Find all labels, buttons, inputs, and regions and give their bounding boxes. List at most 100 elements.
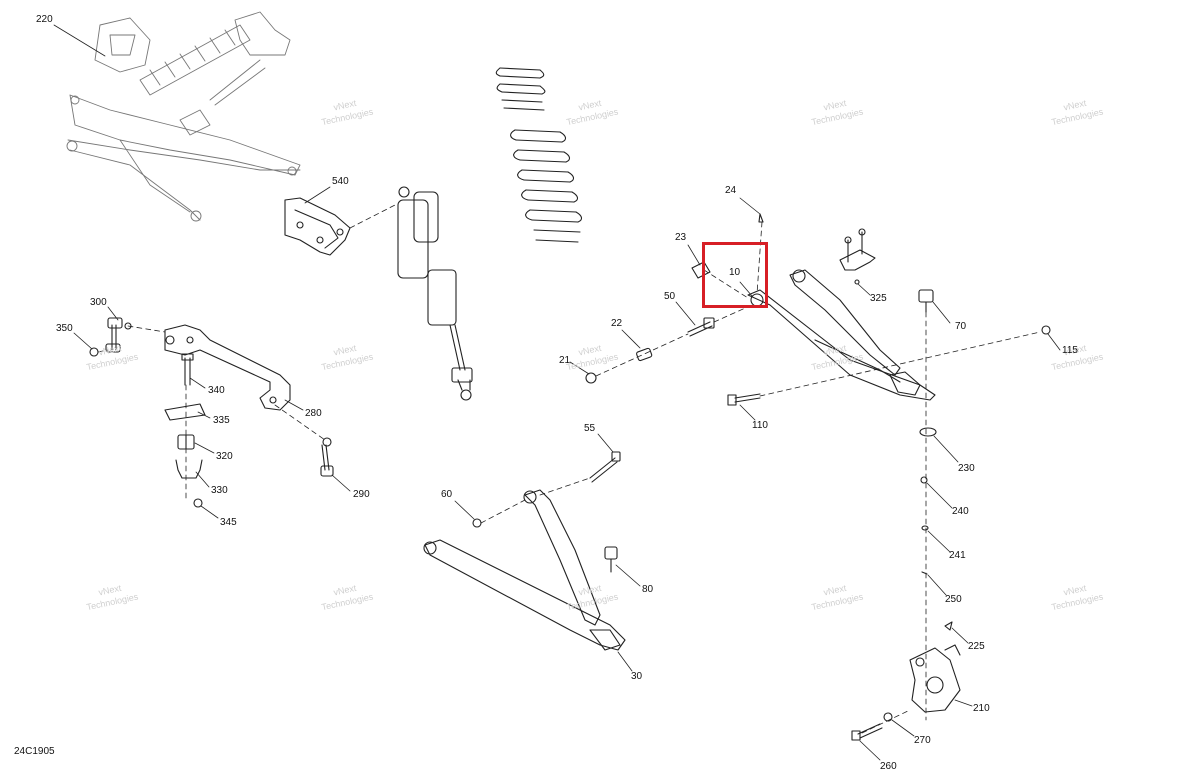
bolt-50: [687, 317, 715, 337]
leader-80: [615, 564, 641, 587]
leader-24: [739, 197, 761, 215]
callout-540[interactable]: 540: [332, 176, 349, 187]
leader-110: [739, 404, 756, 421]
leader-330: [195, 471, 210, 488]
leader-23: [687, 244, 701, 266]
leader-290: [331, 474, 351, 492]
nut-270: [883, 712, 893, 722]
lower-a-arm-30: [423, 489, 626, 651]
leader-55: [597, 433, 614, 453]
leader-50: [675, 301, 696, 326]
leader-345: [200, 505, 219, 519]
nut-21: [585, 372, 597, 384]
callout-110[interactable]: 110: [752, 420, 768, 431]
leader-115: [1047, 333, 1061, 351]
sway-link-290: [320, 437, 334, 477]
callout-115[interactable]: 115: [1062, 345, 1078, 356]
clamp-335: [164, 403, 206, 421]
callout-340[interactable]: 340: [208, 385, 225, 396]
callout-60[interactable]: 60: [441, 489, 453, 500]
callout-30[interactable]: 30: [631, 671, 643, 682]
callout-345[interactable]: 345: [220, 517, 237, 528]
leader-335: [197, 411, 211, 419]
leader-540: [304, 186, 331, 204]
bolt-55: [589, 451, 621, 483]
callout-270[interactable]: 270: [914, 735, 931, 746]
seal-230: [919, 427, 937, 437]
callout-230[interactable]: 230: [958, 463, 975, 474]
callout-240[interactable]: 240: [952, 506, 969, 517]
sway-bar: [164, 324, 291, 411]
spring-upper: [495, 67, 546, 111]
callout-70[interactable]: 70: [955, 321, 967, 332]
bolt-110: [727, 393, 761, 406]
leader-230: [933, 435, 959, 463]
callout-24[interactable]: 24: [725, 185, 737, 196]
upper-a-arm-10: [747, 269, 936, 401]
callout-80[interactable]: 80: [642, 584, 654, 595]
leader-225: [951, 627, 969, 644]
leader-210: [954, 699, 973, 707]
leader-10: [739, 281, 753, 297]
leader-220: [53, 24, 106, 57]
bracket-325: [839, 228, 876, 285]
ball-joint-80: [604, 546, 618, 573]
nut-240: [920, 476, 928, 484]
shock-absorber: [397, 186, 473, 401]
sleeve-22: [636, 347, 653, 362]
knuckle-210: [909, 644, 961, 713]
bolt-340: [181, 353, 194, 386]
diagram-code: 24C1905: [14, 746, 55, 757]
leader-325: [857, 283, 871, 296]
leader-70: [932, 301, 951, 324]
leader-350: [73, 332, 93, 350]
callout-220[interactable]: 220: [36, 14, 53, 25]
leader-60: [454, 500, 475, 520]
highlight-box: [702, 242, 768, 308]
callout-325[interactable]: 325: [870, 293, 887, 304]
callout-320[interactable]: 320: [216, 451, 233, 462]
leader-320: [194, 442, 215, 454]
clamp-330: [175, 459, 203, 479]
leader-300: [107, 306, 119, 321]
leader-340: [189, 377, 206, 389]
nut-60: [472, 518, 482, 528]
washer-241: [921, 525, 929, 531]
callout-21[interactable]: 21: [559, 355, 571, 366]
spring-lower: [510, 129, 583, 243]
callout-225[interactable]: 225: [968, 641, 985, 652]
nut-345: [193, 498, 203, 508]
washer-23: [691, 261, 711, 279]
callout-55[interactable]: 55: [584, 423, 596, 434]
callout-335[interactable]: 335: [213, 415, 230, 426]
reference-suspension-assembly: [66, 11, 301, 222]
leader-250: [927, 574, 947, 596]
callout-300[interactable]: 300: [90, 297, 107, 308]
dashed-540: [349, 204, 396, 229]
bolt-24: [758, 213, 764, 223]
callout-330[interactable]: 330: [211, 485, 228, 496]
callout-241[interactable]: 241: [949, 550, 966, 561]
callout-350[interactable]: 350: [56, 323, 73, 334]
callout-210[interactable]: 210: [973, 703, 990, 714]
callout-22[interactable]: 22: [611, 318, 623, 329]
bolt-225: [944, 621, 953, 631]
leader-241: [927, 530, 951, 553]
leader-240: [926, 482, 953, 509]
callout-290[interactable]: 290: [353, 489, 370, 500]
pin-250: [921, 571, 928, 575]
callout-280[interactable]: 280: [305, 408, 322, 419]
callout-250[interactable]: 250: [945, 594, 962, 605]
callout-23[interactable]: 23: [675, 232, 687, 243]
leader-270: [891, 719, 915, 737]
ball-joint-70: [918, 289, 934, 313]
shock-bracket-540: [284, 197, 351, 256]
sway-link-300: [105, 317, 132, 353]
leader-21: [569, 361, 590, 375]
leader-280: [284, 399, 304, 411]
leader-22: [621, 329, 641, 349]
callout-10[interactable]: 10: [729, 267, 741, 278]
callout-260[interactable]: 260: [880, 761, 897, 772]
callout-50[interactable]: 50: [664, 291, 676, 302]
